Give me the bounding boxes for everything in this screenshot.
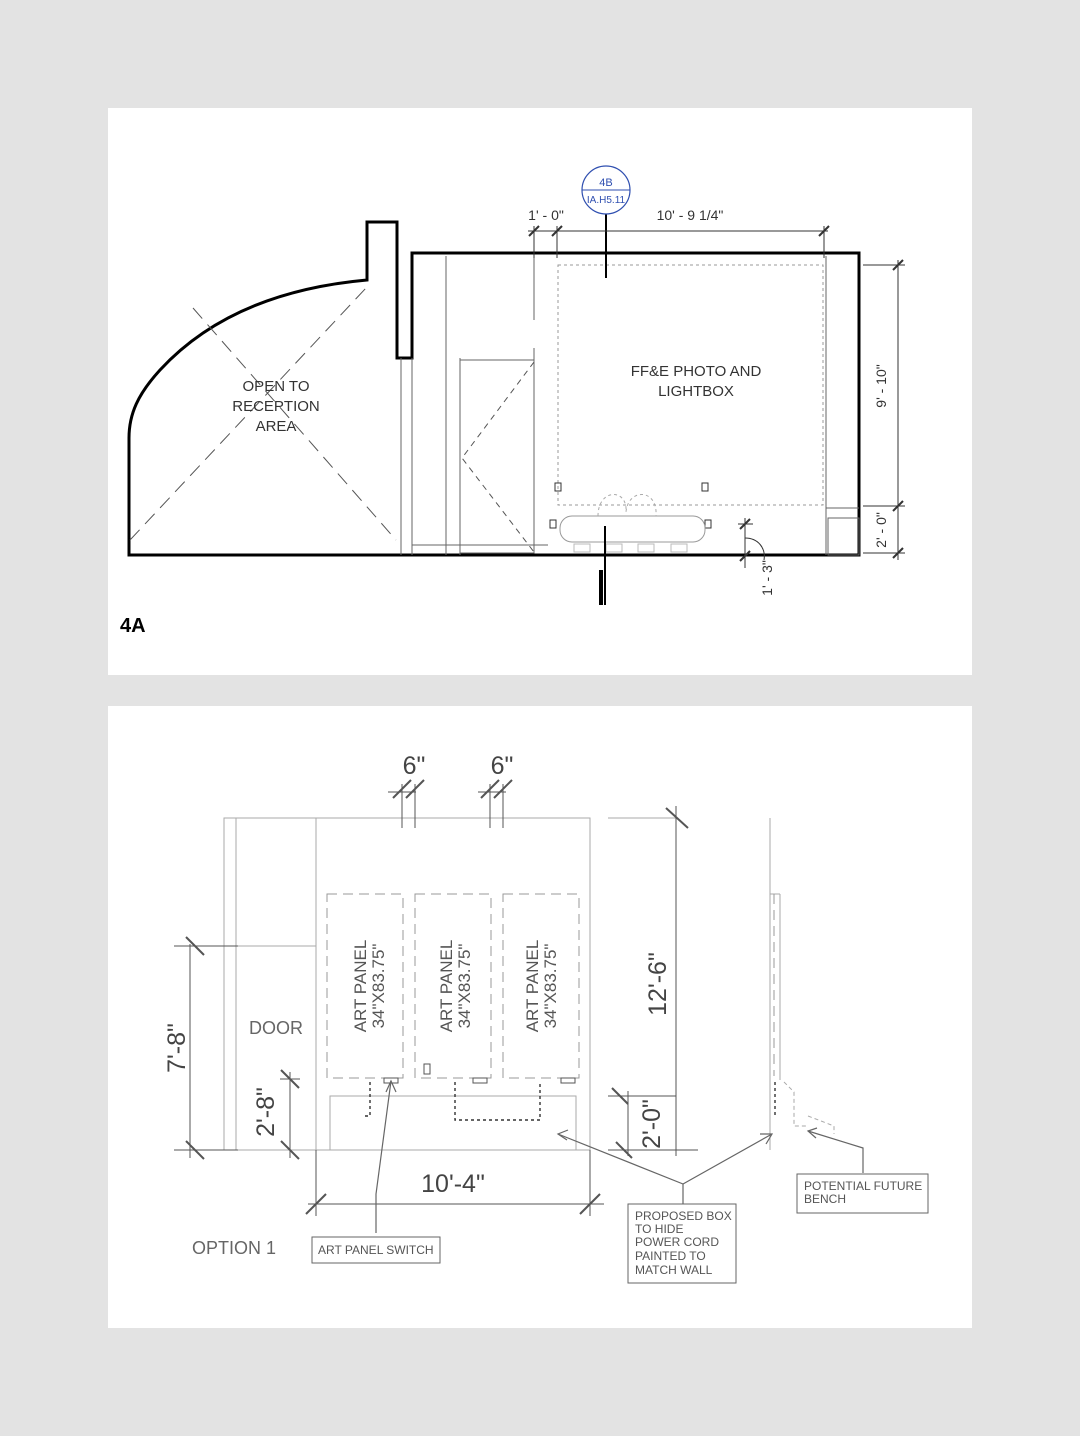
- dim-right-line: [863, 259, 905, 560]
- art-panel-2-size: 34"X83.75": [455, 944, 474, 1029]
- elevation-drawing: 6" 6" 7'-8" 2'-8" 10'-4" 12'-6" 2'-0" AR…: [163, 752, 929, 1284]
- note-switch: ART PANEL SWITCH: [318, 1243, 434, 1257]
- dim-low: 2'-8": [252, 1087, 280, 1137]
- bench: [559, 515, 706, 543]
- dim-height: 12'-6": [644, 952, 672, 1016]
- plan-sheet-4a: 4B IA.H5.11 1' - 0" 10' - 9 1/4" 9' - 10…: [108, 108, 972, 675]
- lightbox-label-line-1: FF&E PHOTO AND: [631, 363, 762, 380]
- power-cord-boxes: [363, 1082, 776, 1121]
- dim-top-left: 1' - 0": [528, 207, 564, 223]
- interior-lines: [400, 256, 860, 556]
- art-panel-1-title: ART PANEL: [351, 940, 370, 1033]
- room-label-line-2: RECEPTION: [232, 398, 320, 415]
- bench-cushions: [597, 494, 657, 517]
- note-bench-line-1: POTENTIAL FUTURE: [804, 1179, 922, 1193]
- dim-left-lines: [174, 936, 300, 1160]
- dim-bottom-line: [738, 518, 765, 568]
- lightbox-outline: [557, 264, 824, 506]
- outlets: [549, 482, 712, 529]
- dim-bottom: 1' - 3": [759, 560, 775, 596]
- note-bench-callout: [796, 1173, 929, 1214]
- dim-width-lines: [305, 1150, 604, 1216]
- dim-gap-left: 6": [403, 752, 426, 780]
- room-label-line-3: AREA: [256, 418, 297, 435]
- lightbox-label-line-2: LIGHTBOX: [658, 383, 734, 400]
- leader-lines: [375, 1079, 864, 1233]
- note-switch-box: [311, 1236, 441, 1264]
- section-marker-top: 4B: [599, 177, 612, 189]
- door-label: DOOR: [249, 1018, 303, 1038]
- art-panel-2-title: ART PANEL: [437, 940, 456, 1033]
- note-box-line-3: POWER CORD: [635, 1235, 719, 1249]
- art-panel-1-size: 34"X83.75": [369, 944, 388, 1029]
- note-bench-line-2: BENCH: [804, 1192, 846, 1206]
- door-swing: [461, 361, 535, 553]
- dim-box-height: 2'-0": [638, 1099, 666, 1149]
- option-label: OPTION 1: [192, 1238, 276, 1258]
- art-panel-3-size: 34"X83.75": [541, 944, 560, 1029]
- dim-right-small: 2' - 0": [873, 512, 889, 548]
- dim-gap-lines: [388, 779, 513, 828]
- bench-sketch: [783, 1081, 835, 1134]
- art-panel-3-title: ART PANEL: [523, 940, 542, 1033]
- sheet-label: 4A: [120, 615, 146, 637]
- open-area-hatch: [129, 287, 397, 541]
- note-box-line-2: TO HIDE: [635, 1222, 683, 1236]
- elevation-sheet-option-1: 6" 6" 7'-8" 2'-8" 10'-4" 12'-6" 2'-0" AR…: [108, 706, 972, 1328]
- exterior-wall: [127, 220, 861, 557]
- dim-width: 10'-4": [421, 1170, 485, 1198]
- panel-switches: [383, 1063, 576, 1084]
- dim-right-main: 9' - 10": [873, 364, 889, 407]
- wall-outline: [223, 817, 781, 1151]
- note-box-line-5: MATCH WALL: [635, 1263, 713, 1277]
- plan-drawing: 4B IA.H5.11 1' - 0" 10' - 9 1/4" 9' - 10…: [120, 165, 905, 637]
- note-box-callout: [627, 1203, 737, 1284]
- note-box-line-4: PAINTED TO: [635, 1249, 706, 1263]
- art-panel-outlines: [326, 893, 775, 1079]
- section-marker-bottom: IA.H5.11: [587, 195, 626, 206]
- room-label-line-1: OPEN TO: [243, 378, 310, 395]
- bench-legs: [573, 543, 688, 553]
- dim-right-lines: [608, 806, 698, 1159]
- dim-door-height: 7'-8": [163, 1023, 191, 1073]
- dim-top-right: 10' - 9 1/4": [657, 207, 724, 223]
- note-box-line-1: PROPOSED BOX: [635, 1209, 732, 1223]
- dim-gap-right: 6": [491, 752, 514, 780]
- dim-top-line: [528, 225, 830, 258]
